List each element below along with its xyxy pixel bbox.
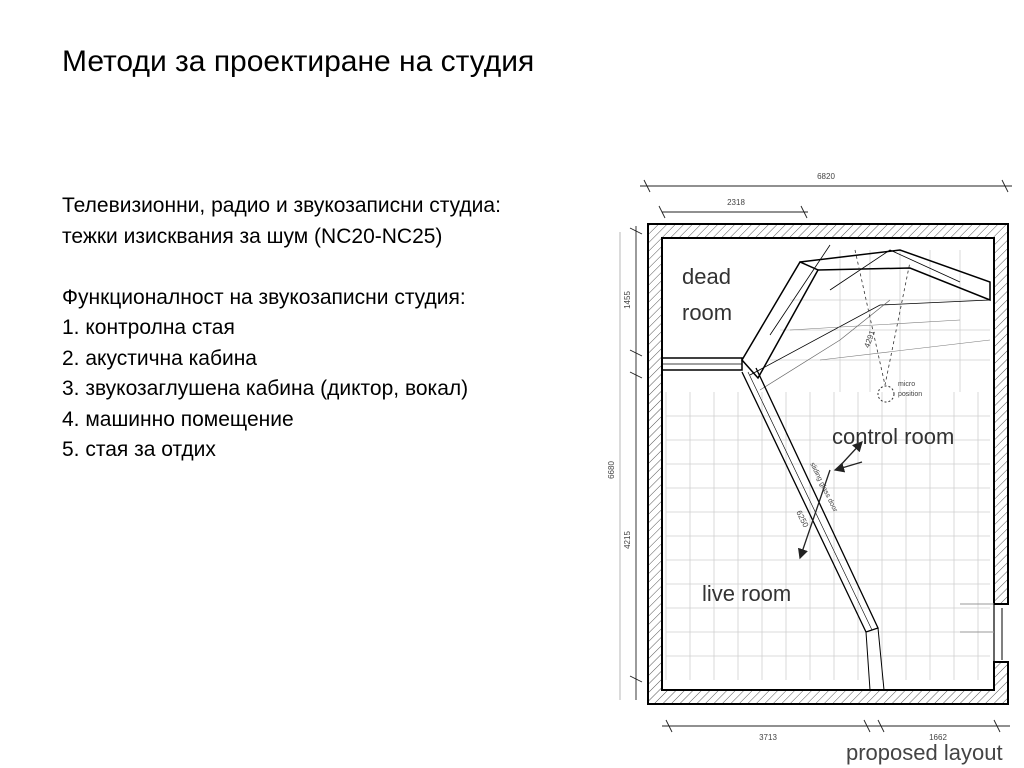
sliding-glass-door-wall [741,367,885,691]
mic-label-line1: micro [898,381,915,388]
dim-top-partial: 2318 [727,198,745,207]
floor-plan: 6820 2318 1455 6680 4215 3713 1662 4291 … [607,172,1012,765]
mic-label-line2: position [898,391,922,398]
dim-top-overall: 6820 [817,172,835,181]
outer-walls [647,223,1009,705]
body-line-spacer [62,252,501,283]
list-item-5: 5. стая за отдих [62,438,216,461]
dim-left-lower: 4215 [623,531,632,549]
dim-bottom-left: 3713 [759,733,777,742]
right-wall-window [960,603,1003,662]
floor-grid [665,250,990,680]
room-label-control: control room [832,424,954,449]
room-label-dead-2: room [682,300,732,325]
dimension-lines [619,179,1012,733]
plan-caption: proposed layout [846,740,1003,765]
body-line-heading-2: Функционалност на звукозаписни студия: [62,285,466,309]
control-room-walls [741,244,991,403]
dim-bottom-right: 1662 [929,733,947,742]
annotation-arrows [798,441,863,560]
slide-body: Телевизионни, радио и звукозаписни студи… [62,191,501,466]
list-item-3: 3. звукозаглушена кабина (диктор, вокал) [62,377,469,400]
room-label-live: live room [702,581,791,606]
dim-left-upper: 1455 [623,291,632,309]
list-item-1: 1. контролна стая [62,316,235,339]
list-item-4: 4. машинно помещение [62,407,294,431]
body-line-heading-1: Телевизионни, радио и звукозаписни студи… [62,194,501,217]
room-label-dead-1: dead [682,264,731,289]
list-item-2: 2. акустична кабина [62,346,257,370]
body-line-noise-requirement: тежки изисквания за шум (NC20-NC25) [62,224,443,248]
slide-title: Методи за проектиране на студия [62,45,535,78]
dim-left-total: 6680 [607,461,616,479]
dead-room-walls [662,357,743,371]
